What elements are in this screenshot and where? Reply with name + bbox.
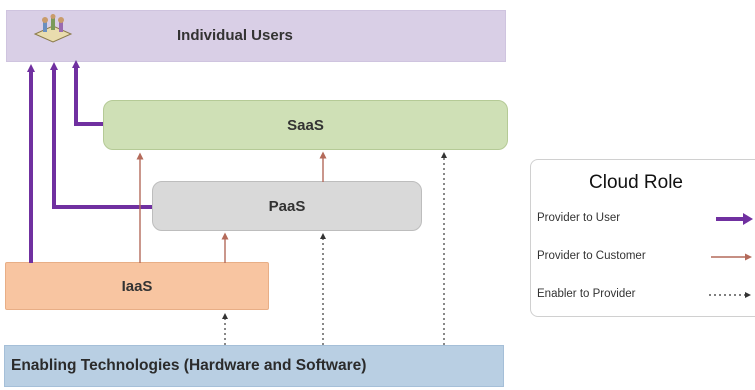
provider-to-user-arrows	[27, 60, 152, 263]
legend-item-provider-to-user: Provider to User	[537, 212, 621, 224]
paas-layer: PaaS	[152, 181, 422, 231]
legend-swatches	[709, 213, 753, 298]
legend-swatch-enabler-to-provider	[709, 292, 751, 298]
iaas-label: IaaS	[121, 277, 153, 295]
enabling-technologies-layer: Enabling Technologies (Hardware and Soft…	[4, 345, 504, 387]
legend-title: Cloud Role	[589, 172, 683, 193]
provider-to-customer-arrows	[136, 151, 327, 263]
legend: Cloud Role Provider to User Provider to …	[530, 159, 755, 317]
legend-item-provider-to-customer: Provider to Customer	[537, 250, 646, 262]
saas-layer: SaaS	[103, 100, 508, 150]
enabler-to-provider-arrows	[222, 152, 447, 345]
legend-item-enabler-to-provider: Enabler to Provider	[537, 288, 636, 300]
enabling-technologies-label: Enabling Technologies (Hardware and Soft…	[11, 357, 367, 374]
legend-swatch-provider-to-user	[716, 213, 753, 225]
iaas-layer: IaaS	[5, 262, 269, 310]
legend-swatch-provider-to-customer	[711, 253, 752, 261]
users-group-icon	[33, 14, 73, 51]
saas-to-users-arrow	[72, 60, 103, 126]
saas-label: SaaS	[287, 116, 324, 134]
individual-users-label: Individual Users	[177, 27, 293, 44]
individual-users-layer: Individual Users	[6, 10, 506, 62]
paas-to-users-arrow	[50, 62, 152, 209]
paas-label: PaaS	[268, 197, 306, 215]
